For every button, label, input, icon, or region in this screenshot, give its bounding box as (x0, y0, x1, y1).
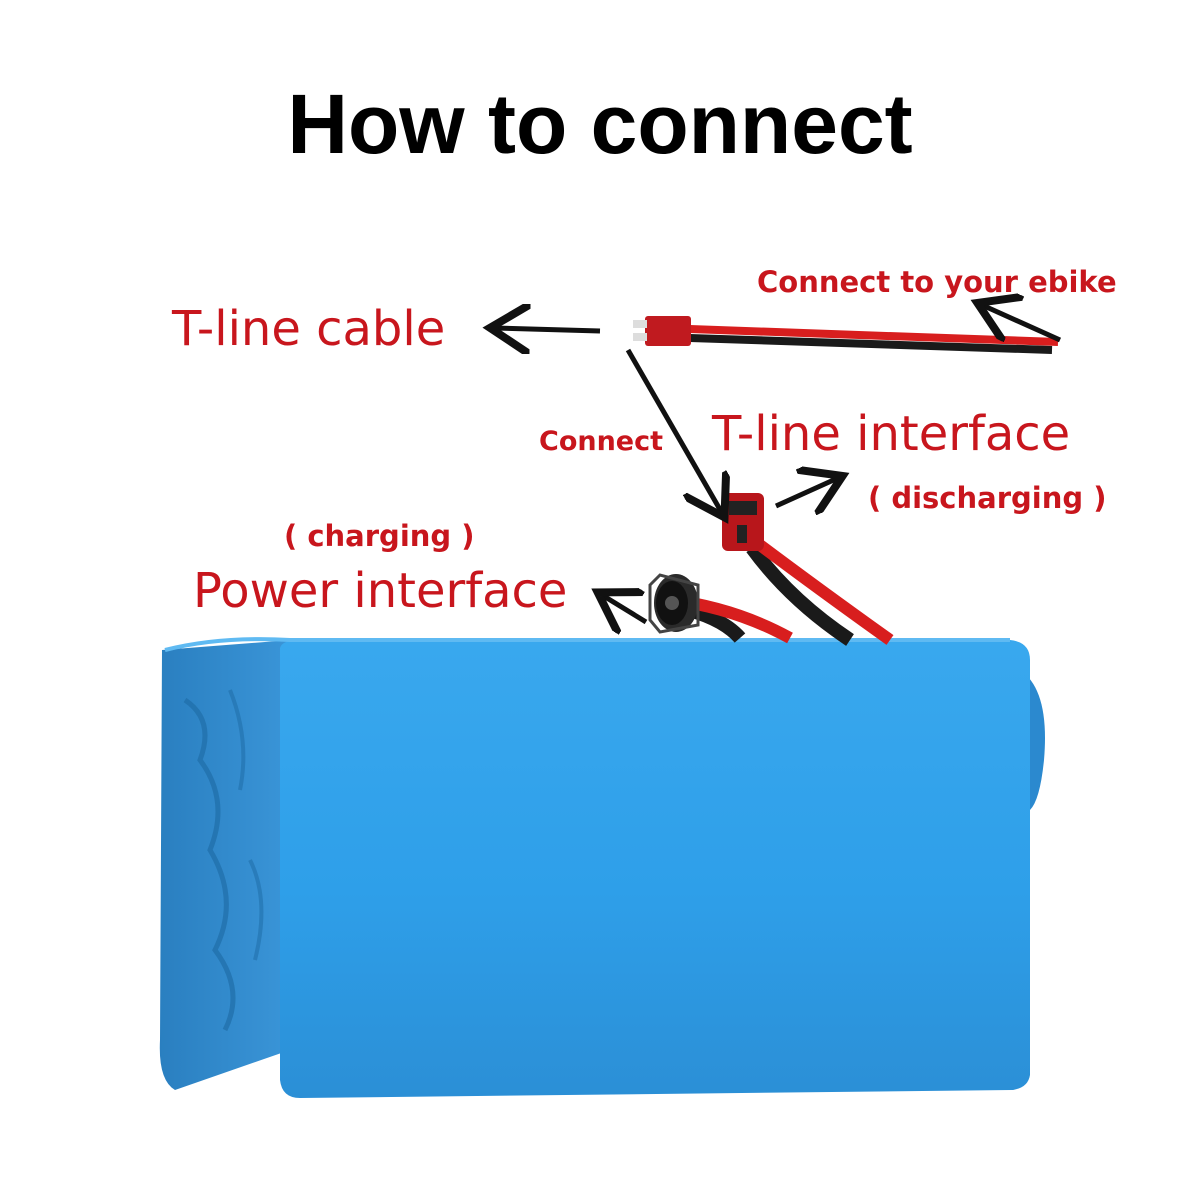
battery-front-face (280, 640, 1030, 1098)
arrow-to-power-interface (602, 595, 648, 622)
label-t-line-cable: T-line cable (172, 301, 446, 357)
battery-side-face (159, 640, 290, 1090)
arrow-connect (625, 348, 722, 513)
label-charging: ( charging ) (284, 519, 475, 553)
arrow-to-t-line-cable (495, 328, 601, 331)
label-t-line-interface: T-line interface (712, 406, 1071, 462)
arrow-to-ebike (982, 305, 1062, 343)
t-plug-female-icon (722, 493, 764, 551)
label-connect-ebike: Connect to your ebike (757, 265, 1117, 299)
arrow-to-t-line-interface (774, 478, 838, 506)
label-connect: Connect (539, 426, 664, 457)
battery-wires (666, 540, 894, 646)
label-power-interface: Power interface (193, 563, 568, 619)
annotation-arrows (495, 305, 1062, 622)
label-discharging: ( discharging ) (868, 481, 1107, 515)
page-title: How to connect (287, 77, 913, 171)
battery-pack-icon (159, 637, 1045, 1098)
t-line-cable-icon (633, 316, 1059, 354)
dc-power-jack-icon (648, 573, 700, 634)
